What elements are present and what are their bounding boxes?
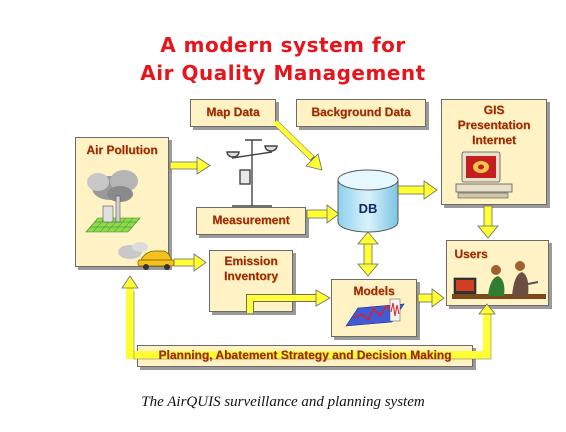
models-label: Models <box>353 284 395 298</box>
air-pollution-label: Air Pollution <box>86 143 158 157</box>
db-label: DB <box>358 201 378 216</box>
measurement-label: Measurement <box>212 213 290 227</box>
users-illustration-icon <box>452 261 546 299</box>
emission-label-line1: Emission <box>224 254 278 268</box>
users-label: Users <box>454 247 488 261</box>
diagram-title-line1: A modern system for <box>160 33 406 57</box>
weather-station-icon <box>226 139 278 207</box>
map-to-db-arrow <box>273 120 323 171</box>
users-down-arrow-head <box>478 303 496 315</box>
db-cylinder-icon <box>337 169 399 233</box>
emission-label-line2: Inventory <box>223 269 278 283</box>
feedback-loop-arrow-outline <box>133 291 492 360</box>
pollution-cloud-icon <box>87 170 138 202</box>
measurement-box <box>196 207 306 235</box>
gis-to-users-arrow <box>477 205 499 239</box>
gis-label-line2: Presentation <box>457 118 531 132</box>
models-chart-icon <box>345 298 405 327</box>
models-to-users-arrow <box>417 288 445 308</box>
factory-grid-icon <box>85 195 141 233</box>
db-to-gis-arrow <box>395 180 438 200</box>
gis-label-line1: GIS <box>483 103 505 117</box>
gis-label-line3: Internet <box>471 133 516 147</box>
feedback-loop-arrow <box>126 287 491 359</box>
car-icon <box>118 242 175 270</box>
car-to-emission-arrow <box>173 253 207 272</box>
air-to-station-arrow <box>169 156 211 175</box>
map-data-box <box>190 99 276 127</box>
background-data-label: Background Data <box>311 105 411 119</box>
measurement-to-db-arrow <box>306 204 340 224</box>
feedback-arrow-head <box>121 275 139 289</box>
diagram-title-line2: Air Quality Management <box>140 61 426 85</box>
map-data-label: Map Data <box>206 105 260 119</box>
background-data-box <box>296 99 426 127</box>
db-models-double-arrow <box>357 231 379 277</box>
emission-to-models-arrow <box>246 289 331 313</box>
figure-caption: The AirQUIS surveillance and planning sy… <box>141 394 425 410</box>
air-pollution-box <box>75 137 169 267</box>
computer-monitor-icon <box>455 151 513 199</box>
planning-label: Planning, Abatement Strategy and Decisio… <box>158 348 452 362</box>
